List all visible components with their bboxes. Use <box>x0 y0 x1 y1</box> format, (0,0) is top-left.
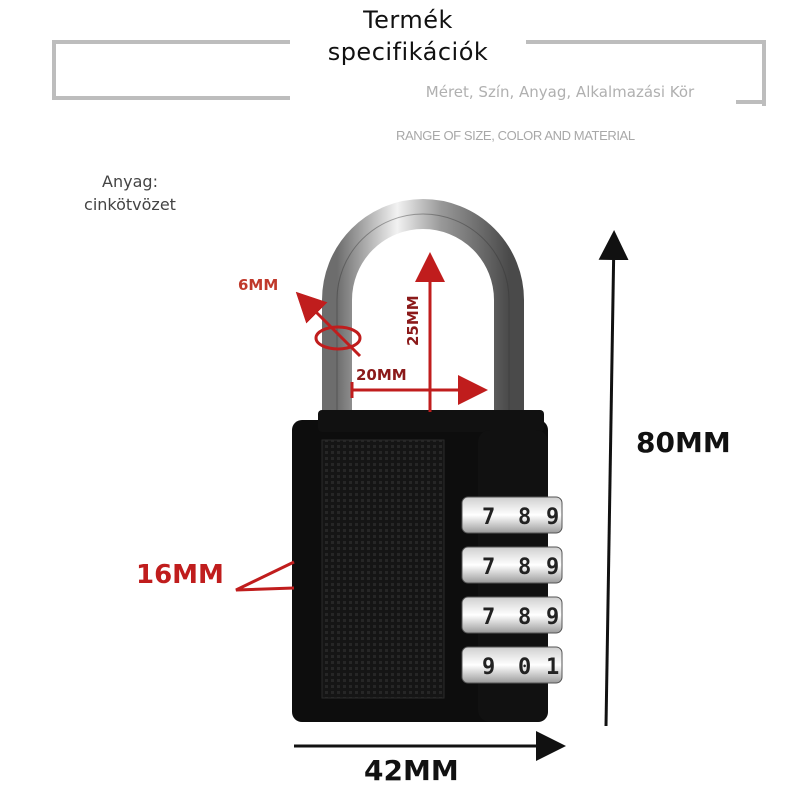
dial-row: 7 8 9 <box>461 496 563 534</box>
page-subtitle: Méret, Szín, Anyag, Alkalmazási Kör <box>425 83 695 101</box>
dial-digit: 9 <box>482 655 495 680</box>
header-frame-left <box>52 40 290 100</box>
page-title: Termék specifikációk <box>327 6 489 66</box>
dial-digit: 8 <box>518 605 531 630</box>
dial-digit: 8 <box>518 555 531 580</box>
height-label: 80MM <box>636 426 731 459</box>
dial-digit: 7 <box>482 555 495 580</box>
combination-dials: 7 8 9 7 8 9 7 8 9 9 0 1 <box>461 496 563 684</box>
dial-digit: 7 <box>482 505 495 530</box>
dial-digit: 0 <box>518 655 531 680</box>
shackle-height-label: 25MM <box>404 295 422 346</box>
dial-digit: 7 <box>482 605 495 630</box>
padlock-shackle <box>322 199 524 430</box>
padlock-texture-panel <box>321 439 445 699</box>
header-frame-right <box>526 40 766 106</box>
height-arrow <box>598 230 629 727</box>
width-label: 42MM <box>364 754 459 787</box>
dial-digit: 9 <box>546 505 559 530</box>
dial-digit: 9 <box>546 555 559 580</box>
dial-digit: 8 <box>518 505 531 530</box>
thickness-indicator <box>235 560 295 592</box>
shackle-width-label: 20MM <box>356 366 407 384</box>
shackle-diameter-label: 6MM <box>238 276 279 294</box>
shackle-diameter-marker <box>314 325 362 351</box>
thickness-label: 16MM <box>136 560 224 590</box>
material-label: Anyag: cinkötvözet <box>84 172 176 214</box>
dial-row: 7 8 9 <box>461 546 563 584</box>
dial-row: 7 8 9 <box>461 596 563 634</box>
shackle-diameter-arrow <box>295 291 362 358</box>
header-frame-corner <box>736 100 766 104</box>
dial-row: 9 0 1 <box>461 646 563 684</box>
dial-digit: 9 <box>546 605 559 630</box>
dial-digit: 1 <box>546 655 559 680</box>
page-subtitle-english: RANGE OF SIZE, COLOR AND MATERIAL <box>396 128 635 143</box>
